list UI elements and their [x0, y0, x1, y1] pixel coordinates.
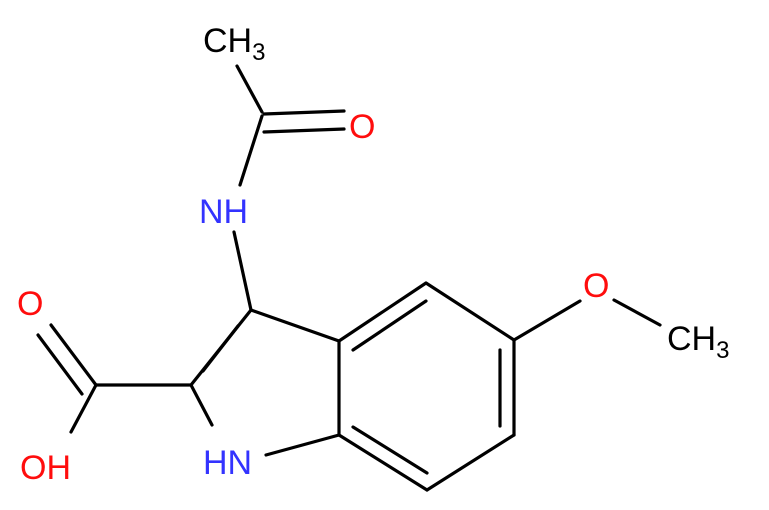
ring-nh-label: HN: [203, 444, 252, 482]
bond-c2-n1: [189, 383, 214, 427]
bond-cooh-o-1: [49, 323, 98, 387]
acetyl-methyl-label: CH3: [203, 22, 265, 66]
bond-ch3-carbonyl: [235, 64, 264, 114]
bond-c7-c7a: [337, 433, 429, 492]
bond-cooh-oh: [69, 383, 98, 434]
bond-carbonyl-nh: [238, 114, 264, 187]
acid-hydroxyl-label: OH: [20, 449, 71, 487]
bond-carbonyl-o-2: [262, 127, 346, 134]
bond-c7-c7a-double: [351, 425, 429, 475]
bond-c3-c2-double: [201, 324, 240, 373]
bond-c3a-c4: [337, 281, 428, 343]
bond-c6-c7: [425, 433, 516, 492]
carbonyl-oxygen-label: O: [349, 108, 375, 146]
bond-c3a-c4-double: [351, 299, 428, 352]
bond-nh-c3: [232, 230, 253, 312]
bond-carbonyl-o-1: [262, 109, 346, 116]
methoxy-oxygen-label: O: [583, 267, 609, 305]
bond-c3-c3a: [249, 308, 341, 343]
bond-c4-c5: [424, 281, 516, 342]
amide-nh-label: NH: [199, 193, 248, 231]
acid-oxygen-label: O: [17, 285, 43, 323]
bond-cooh-o-2: [36, 333, 84, 396]
bond-c5-o: [512, 299, 582, 342]
methoxy-methyl-label: CH3: [667, 320, 729, 364]
bond-o-ch3: [612, 298, 662, 327]
bond-n1-c7a: [264, 433, 341, 457]
